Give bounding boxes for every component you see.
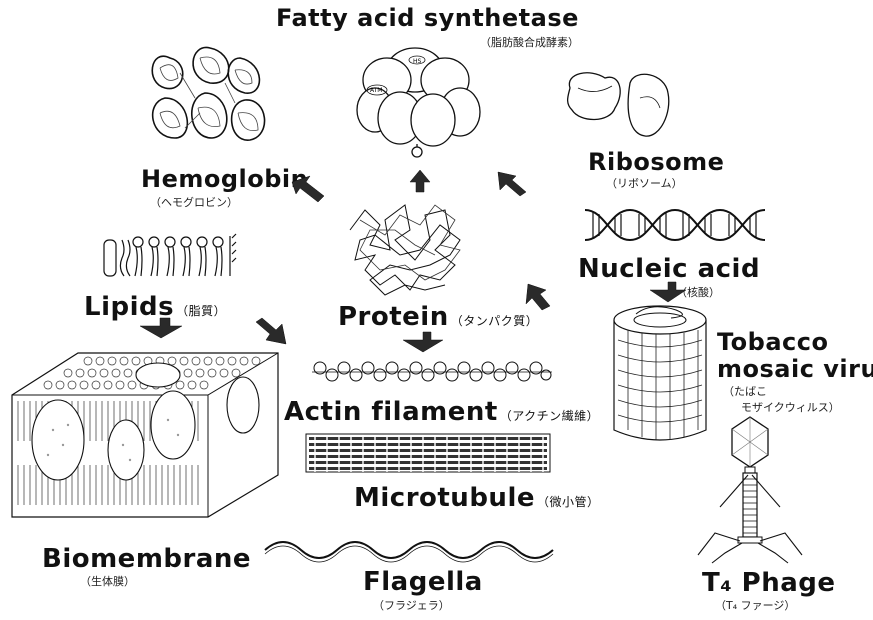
arrow-to-tmv <box>650 282 686 302</box>
arrow-to-actin <box>403 332 443 352</box>
arrow-lipids-to-protein <box>256 318 286 344</box>
arrow-to-biomembrane <box>140 318 182 338</box>
arrow-protein-to-nucleic <box>526 284 550 310</box>
arrow-to-hemoglobin <box>292 176 324 202</box>
arrow-to-ribosome <box>498 172 526 196</box>
arrow-to-fatty-acid <box>410 170 430 192</box>
